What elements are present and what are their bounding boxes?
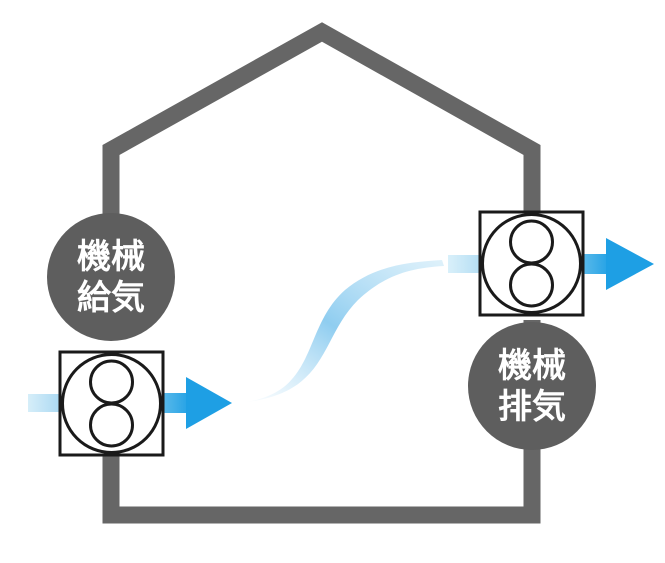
air-arrow-icon: [160, 377, 232, 429]
indoor-airflow: [238, 260, 444, 403]
supply-label-line2: 給気: [77, 278, 145, 318]
air-arrow-icon: [580, 238, 654, 290]
exhaust-label-line2: 排気: [498, 387, 566, 427]
supply-inflow-bar: [28, 394, 62, 412]
supply-label-line1: 機械: [77, 237, 145, 277]
supply-unit: 機械 給気: [28, 213, 232, 457]
supply-fan-icon: [58, 350, 165, 457]
exhaust-inflow-bar: [448, 255, 482, 273]
supply-badge: [47, 213, 175, 341]
exhaust-fan-icon: [478, 210, 585, 317]
exhaust-unit: 機械 排気: [448, 210, 654, 450]
exhaust-label-line1: 機械: [498, 346, 566, 386]
exhaust-badge: [468, 322, 596, 450]
